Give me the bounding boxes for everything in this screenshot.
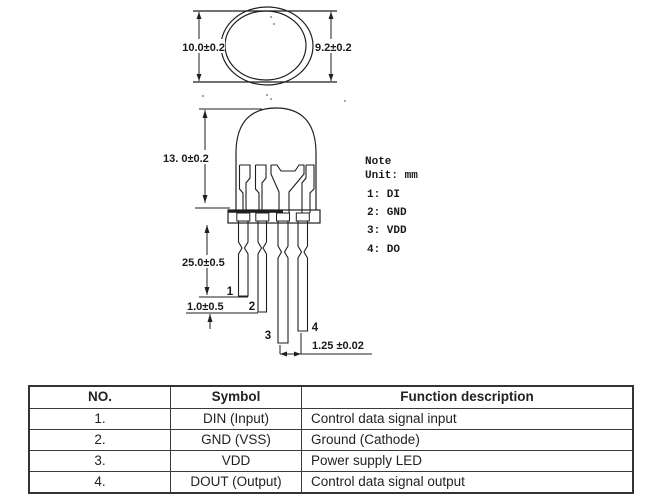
top-view: 10.0±0.2 9.2±0.2: [168, 6, 360, 86]
col-header-no: NO.: [28, 385, 171, 409]
pin-1-label: 1: [227, 286, 234, 298]
cell-symbol: VDD: [170, 450, 302, 472]
table-row: 2. GND (VSS) Ground (Cathode): [28, 429, 634, 451]
cell-no: 2.: [28, 429, 171, 451]
cell-function: Control data signal output: [301, 471, 634, 494]
scan-noise-dots: [202, 16, 346, 102]
dim-1-0: [186, 312, 258, 329]
led-dome-outline: [235, 107, 317, 210]
pin-4: [297, 221, 309, 332]
reflector-cup: [270, 164, 305, 213]
note-pin-1: 1: DI: [367, 189, 400, 201]
pin-function-table: NO. Symbol Function description 1. DIN (…: [28, 385, 634, 494]
dome-height-dim-label: 13. 0±0.2: [163, 153, 209, 165]
top-view-height-dim-label: 9.2±0.2: [315, 42, 352, 54]
dim-25-0: [181, 225, 248, 298]
table-header-row: NO. Symbol Function description: [28, 385, 634, 409]
arrowhead: [196, 12, 202, 19]
col-header-symbol: Symbol: [170, 385, 302, 409]
pin-3: [277, 221, 289, 344]
cell-symbol: DIN (Input): [170, 408, 302, 430]
cell-function: Power supply LED: [301, 450, 634, 472]
led-flange: [227, 209, 321, 224]
lead-shoulders: [236, 212, 310, 222]
pin-2: [257, 221, 268, 313]
note-title: Note: [365, 156, 392, 168]
arrowhead: [328, 74, 334, 81]
note-pin-3: 3: VDD: [367, 225, 407, 237]
side-view: 13. 0±0.2 25.0±0.5 1.0±0.5: [162, 107, 372, 357]
cell-function: Ground (Cathode): [301, 429, 634, 451]
led-dimension-drawing: 10.0±0.2 9.2±0.2: [162, 6, 418, 357]
table-row: 3. VDD Power supply LED: [28, 450, 634, 472]
table-row: 1. DIN (Input) Control data signal input: [28, 408, 634, 430]
cell-no: 1.: [28, 408, 171, 430]
cell-no: 3.: [28, 450, 171, 472]
note-pin-4: 4: DO: [367, 244, 400, 256]
col-header-function: Function description: [301, 385, 634, 409]
note-unit: Unit: mm: [365, 170, 418, 182]
pin-1: [237, 221, 249, 297]
led-top-outline-outer: [220, 6, 314, 86]
pin-4-label: 4: [312, 322, 319, 334]
table-row: 4. DOUT (Output) Control data signal out…: [28, 471, 634, 494]
arrowhead: [196, 74, 202, 81]
cell-function: Control data signal input: [301, 408, 634, 430]
cell-symbol: GND (VSS): [170, 429, 302, 451]
lead-thickness-dim-label: 1.25 ±0.02: [312, 340, 364, 352]
standoff-dim-label: 1.0±0.5: [187, 301, 224, 313]
led-pins: [237, 221, 309, 344]
led-top-outline-inner: [224, 10, 307, 81]
pin-3-label: 3: [265, 330, 271, 342]
note-pin-2: 2: GND: [367, 207, 407, 219]
arrowhead: [328, 12, 334, 19]
dim-1-25: [279, 333, 372, 357]
cell-symbol: DOUT (Output): [170, 471, 302, 494]
top-view-width-dim-label: 10.0±0.2: [182, 42, 225, 54]
dim-13-0: [162, 108, 262, 209]
pin-2-label: 2: [249, 301, 255, 313]
note-block: Note Unit: mm 1: DI 2: GND 3: VDD 4: DO: [365, 156, 418, 256]
lead-length-dim-label: 25.0±0.5: [182, 257, 225, 269]
cell-no: 4.: [28, 471, 171, 494]
internal-leadframe: [238, 164, 315, 213]
